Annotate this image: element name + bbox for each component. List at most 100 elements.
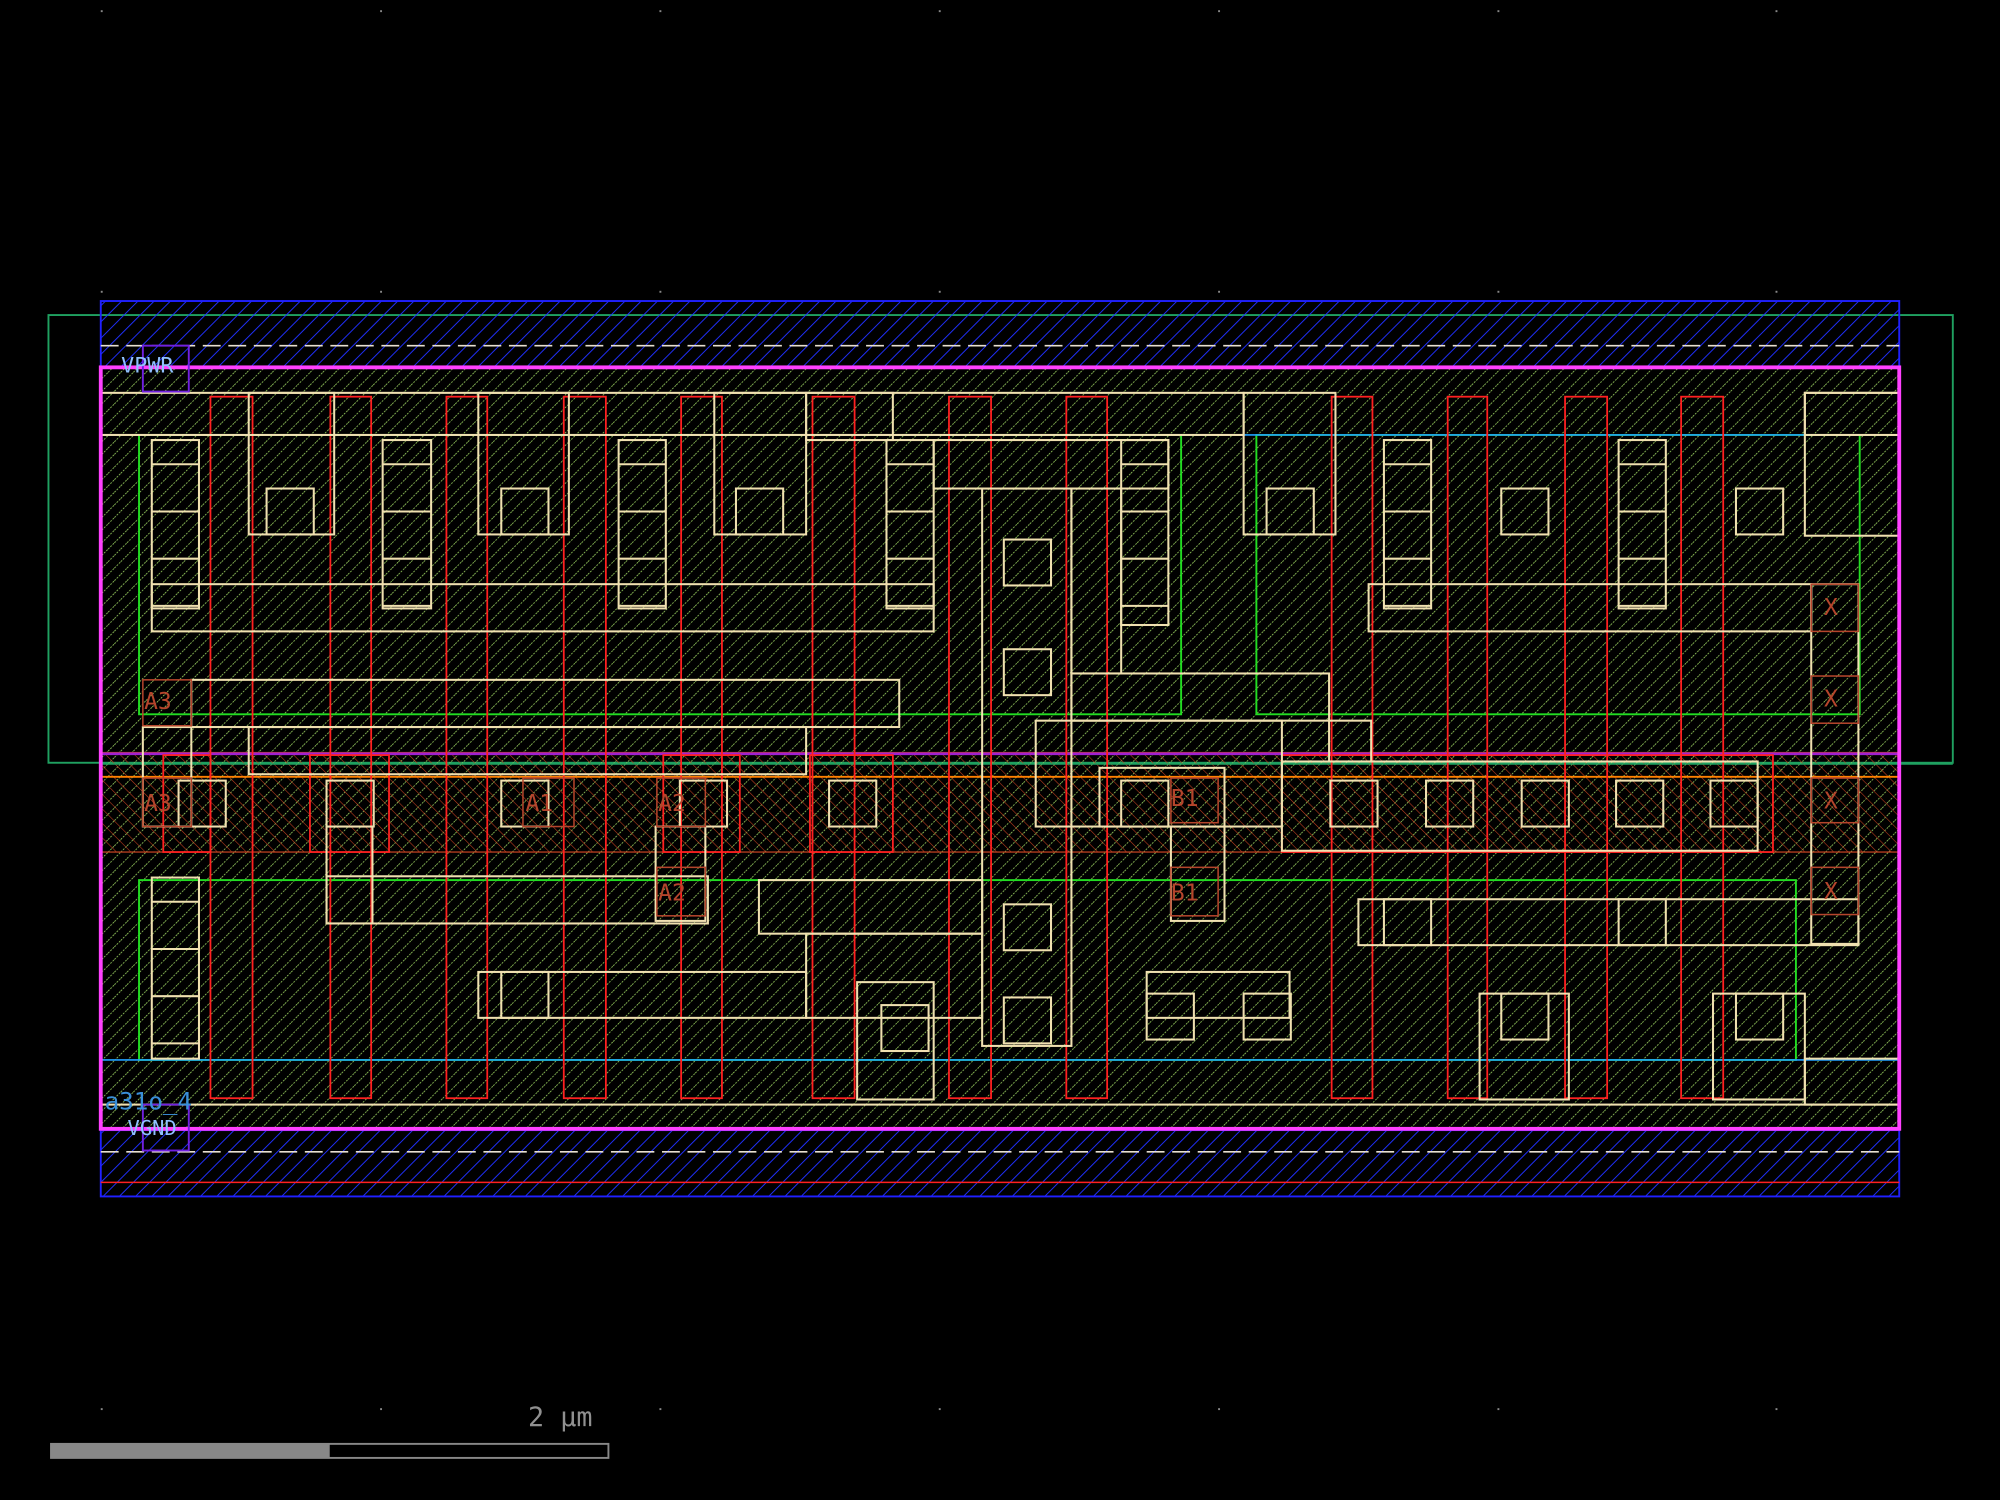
contact bbox=[734, 487, 785, 536]
poly-contact-region bbox=[662, 754, 741, 853]
contact bbox=[1002, 996, 1053, 1045]
contact bbox=[1617, 898, 1667, 947]
contact bbox=[265, 487, 315, 536]
grid-dot bbox=[1218, 290, 1221, 293]
grid-dot bbox=[380, 1408, 383, 1411]
pin-label-x: X bbox=[1824, 595, 1838, 621]
pin-box bbox=[656, 866, 707, 917]
contact bbox=[325, 779, 375, 828]
contact-stack bbox=[150, 876, 200, 1060]
pin-label-a1: A1 bbox=[526, 791, 554, 817]
scale-bar-fill bbox=[51, 1443, 330, 1458]
pin-label-x-4: X bbox=[1824, 879, 1838, 905]
contacts bbox=[177, 487, 1785, 1053]
contact bbox=[1329, 779, 1379, 828]
li-shape bbox=[325, 875, 709, 925]
contact bbox=[1615, 779, 1665, 828]
grid-dot bbox=[100, 1408, 103, 1411]
poly-gate bbox=[811, 395, 856, 1100]
vgnd-label: VGND bbox=[128, 1116, 177, 1140]
pin-box bbox=[656, 777, 707, 828]
contact bbox=[1002, 648, 1053, 697]
poly-gate bbox=[1065, 395, 1109, 1100]
contact bbox=[1734, 992, 1785, 1041]
pin-label-b1: B1 bbox=[1171, 786, 1199, 812]
poly-gate bbox=[948, 395, 992, 1100]
contact bbox=[880, 1004, 930, 1053]
contact bbox=[1002, 903, 1053, 952]
grid-dot bbox=[1497, 1408, 1500, 1411]
contact bbox=[1265, 487, 1315, 536]
scale-bar-label: 2 µm bbox=[528, 1402, 592, 1433]
grid-dot bbox=[1775, 290, 1778, 293]
grid-dot bbox=[659, 290, 662, 293]
contact bbox=[500, 487, 550, 536]
cell-name-label: a31o_4 bbox=[105, 1088, 192, 1116]
contact bbox=[177, 779, 227, 828]
contact bbox=[1002, 538, 1053, 587]
vgnd-pin-box bbox=[141, 1103, 190, 1152]
grid-dot bbox=[938, 10, 941, 13]
pin-label-a3-2: A3 bbox=[144, 791, 172, 817]
cell-fill bbox=[100, 367, 1900, 1129]
poly-gate bbox=[1446, 395, 1489, 1100]
pin-box bbox=[1810, 583, 1860, 633]
pin-label-x-2: X bbox=[1824, 687, 1838, 713]
pin-box bbox=[142, 777, 193, 828]
pin-box bbox=[1810, 675, 1860, 724]
li-shape bbox=[856, 981, 935, 1101]
pin-label-x-3: X bbox=[1824, 789, 1838, 815]
poly-gate bbox=[680, 395, 723, 1100]
grid-dot bbox=[1775, 10, 1778, 13]
contact bbox=[1382, 898, 1433, 947]
grid-dot bbox=[100, 10, 103, 13]
grid-dot bbox=[380, 290, 383, 293]
contact bbox=[1500, 487, 1550, 536]
contact-stack bbox=[381, 439, 433, 610]
contact bbox=[1120, 779, 1170, 828]
grid-dot bbox=[659, 10, 662, 13]
poly-contact-region bbox=[162, 754, 212, 853]
contact bbox=[1500, 992, 1550, 1041]
pin-label-a2: A2 bbox=[658, 791, 686, 817]
grid-dot bbox=[380, 10, 383, 13]
poly-contact-region bbox=[809, 754, 894, 853]
poly-gate bbox=[1330, 395, 1374, 1100]
contact-stack bbox=[617, 439, 667, 610]
contact-stack bbox=[1120, 439, 1170, 627]
pin-label-a3: A3 bbox=[144, 689, 172, 715]
vpwr-label: VPWR bbox=[121, 353, 174, 378]
poly-gate bbox=[1564, 395, 1609, 1100]
grid-dot bbox=[1497, 290, 1500, 293]
pin-box bbox=[1170, 777, 1219, 824]
contact bbox=[1734, 487, 1785, 536]
poly-gate bbox=[1680, 395, 1725, 1100]
vpwr-pin-box bbox=[141, 344, 190, 393]
pin-box bbox=[142, 679, 193, 727]
pin-label-a2-2: A2 bbox=[658, 881, 686, 907]
li-shape bbox=[981, 487, 1073, 1047]
pin-box bbox=[1810, 777, 1860, 824]
grid-dot bbox=[1775, 1408, 1778, 1411]
poly-gate bbox=[445, 395, 489, 1100]
grid-dot bbox=[938, 290, 941, 293]
local-interconnect bbox=[99, 391, 1901, 1130]
grid-dot bbox=[1497, 10, 1500, 13]
contact bbox=[1520, 779, 1570, 828]
li-shape bbox=[1328, 719, 1373, 763]
poly-gate bbox=[329, 395, 373, 1100]
cell-boundary bbox=[98, 365, 1902, 1131]
pin-box bbox=[1810, 866, 1860, 916]
grid-dot bbox=[938, 1408, 941, 1411]
grid-dot bbox=[1218, 10, 1221, 13]
contact bbox=[500, 970, 550, 1019]
poly-gate bbox=[562, 395, 607, 1100]
contact-stack bbox=[1382, 439, 1433, 610]
contact bbox=[828, 779, 878, 828]
poly-gate bbox=[209, 395, 254, 1100]
grid-dot bbox=[100, 290, 103, 293]
contact bbox=[1145, 992, 1195, 1041]
pin-box bbox=[522, 777, 575, 828]
pin-boxes bbox=[142, 583, 1860, 917]
